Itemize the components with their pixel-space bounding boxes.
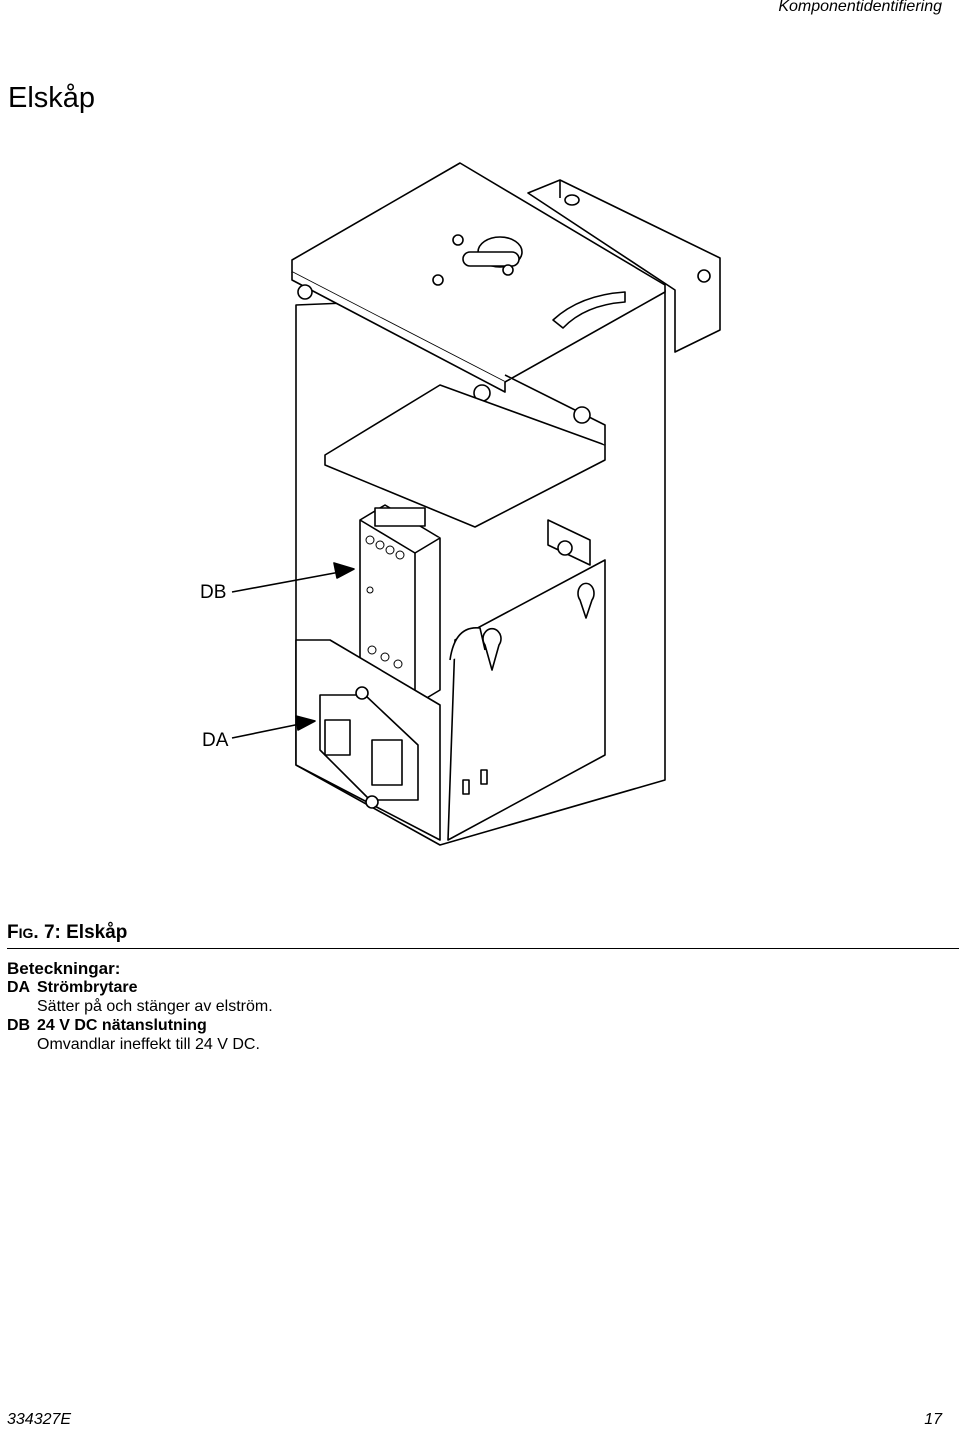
page-title: Elskåp bbox=[8, 82, 96, 114]
callout-da: DA bbox=[202, 730, 229, 751]
legend-heading: Beteckningar: bbox=[7, 959, 121, 978]
caption-prefix-small: IG bbox=[18, 925, 34, 941]
legend: Beteckningar: DA Strömbrytare Sätter på … bbox=[7, 959, 947, 1054]
legend-code: DA bbox=[7, 979, 31, 996]
legend-item-da: DA Strömbrytare bbox=[7, 978, 947, 997]
cabinet-drawing bbox=[231, 162, 721, 846]
page-number: 17 bbox=[924, 1411, 942, 1428]
caption-prefix-big: F bbox=[7, 922, 19, 943]
callout-db: DB bbox=[200, 582, 227, 603]
legend-description: Sätter på och stänger av elström. bbox=[37, 998, 273, 1015]
running-header: Komponentidentifiering bbox=[778, 0, 942, 15]
electrical-cabinet-figure: DB DA bbox=[0, 150, 960, 860]
legend-name: Strömbrytare bbox=[37, 979, 138, 996]
document-number: 334327E bbox=[7, 1411, 72, 1428]
legend-description: Omvandlar ineffekt till 24 V DC. bbox=[37, 1036, 260, 1053]
caption-rest: . 7: Elskåp bbox=[33, 922, 128, 943]
legend-name: 24 V DC nätanslutning bbox=[37, 1017, 207, 1034]
figure-caption: FIG. 7: Elskåp bbox=[7, 922, 127, 944]
legend-item-db: DB 24 V DC nätanslutning bbox=[7, 1016, 947, 1035]
caption-divider bbox=[7, 948, 959, 949]
legend-code: DB bbox=[7, 1017, 31, 1034]
